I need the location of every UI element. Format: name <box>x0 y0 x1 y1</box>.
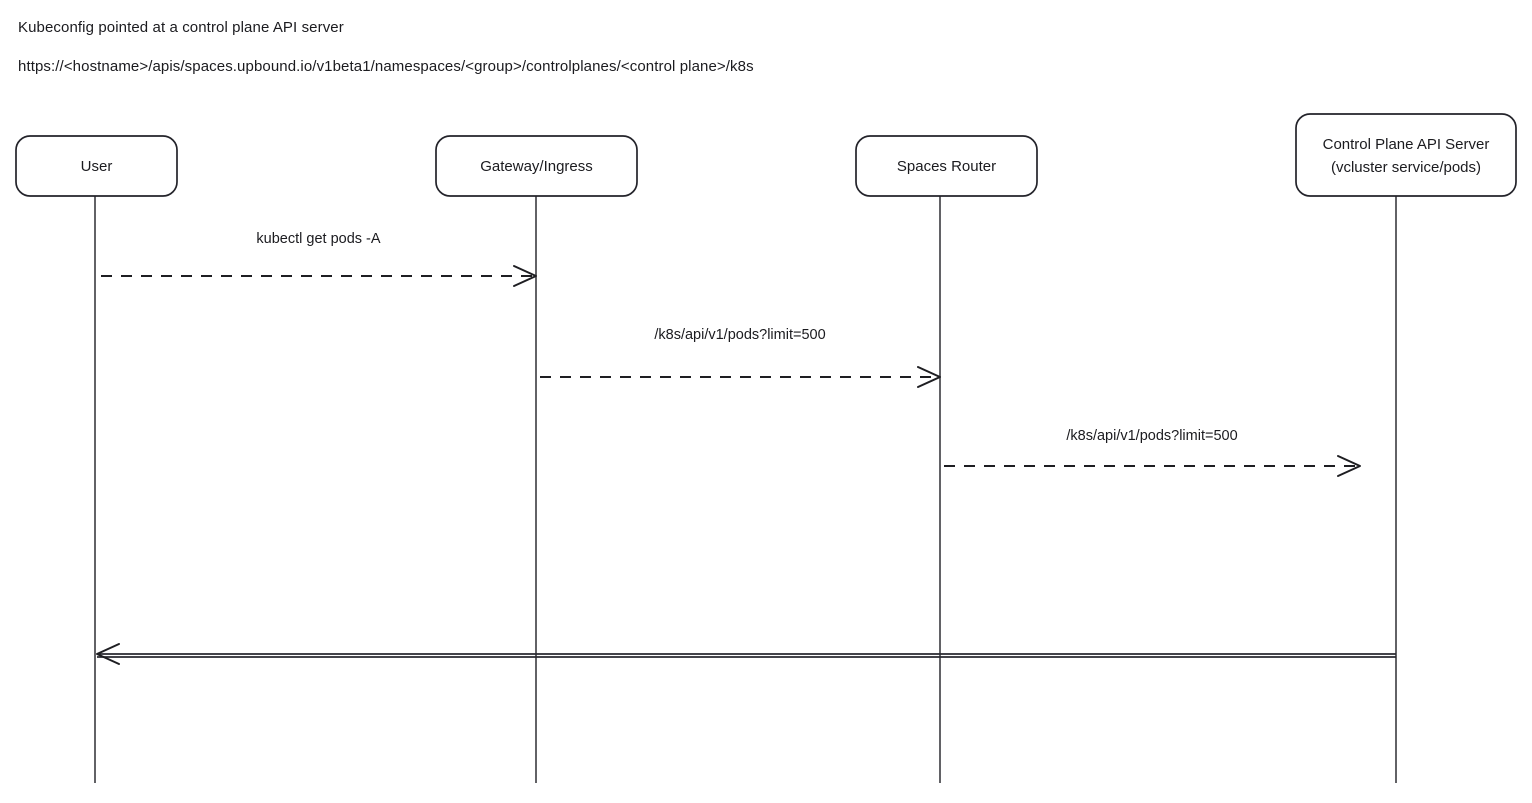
message-m1[interactable]: kubectl get pods -A <box>101 231 537 287</box>
kubeconfig-url-text: https://<hostname>/apis/spaces.upbound.i… <box>18 58 754 75</box>
arrow-head-m3 <box>1337 455 1361 477</box>
message-label-m1: kubectl get pods -A <box>256 231 380 247</box>
message-m4[interactable] <box>96 643 1396 665</box>
page-title: Kubeconfig pointed at a control plane AP… <box>18 19 344 36</box>
participant-label-spaces-router: Spaces Router <box>897 158 996 175</box>
participant-box-gateway <box>435 135 638 197</box>
lifelines-group <box>94 196 1397 783</box>
participant-spaces-router[interactable]: Spaces Router <box>855 135 1038 197</box>
message-m2[interactable]: /k8s/api/v1/pods?limit=500 <box>540 327 941 388</box>
message-label-m2: /k8s/api/v1/pods?limit=500 <box>654 327 825 343</box>
participant-label-control-plane: Control Plane API Server <box>1323 136 1490 153</box>
arrow-head-m1 <box>513 265 537 287</box>
arrow-head-m2 <box>917 366 941 388</box>
participant-label-gateway: Gateway/Ingress <box>480 158 593 175</box>
participant-gateway[interactable]: Gateway/Ingress <box>435 135 638 197</box>
participant-box-spaces-router <box>855 135 1038 197</box>
participant-user[interactable]: User <box>15 135 178 197</box>
message-label-m3: /k8s/api/v1/pods?limit=500 <box>1066 428 1237 444</box>
participant-box-user <box>15 135 178 197</box>
participant-label-user: User <box>81 158 113 175</box>
actors-group: User Gateway/Ingress Spaces Router Control … <box>15 113 1517 197</box>
participant-box-control-plane <box>1295 113 1517 197</box>
participant-sublabel-control-plane: (vcluster service/pods) <box>1331 159 1481 176</box>
messages-group: kubectl get pods -A/k8s/api/v1/pods?limi… <box>96 231 1396 665</box>
participant-control-plane[interactable]: Control Plane API Server (vcluster servic… <box>1295 113 1517 197</box>
arrow-head-m4 <box>96 643 120 665</box>
message-m3[interactable]: /k8s/api/v1/pods?limit=500 <box>944 428 1361 477</box>
